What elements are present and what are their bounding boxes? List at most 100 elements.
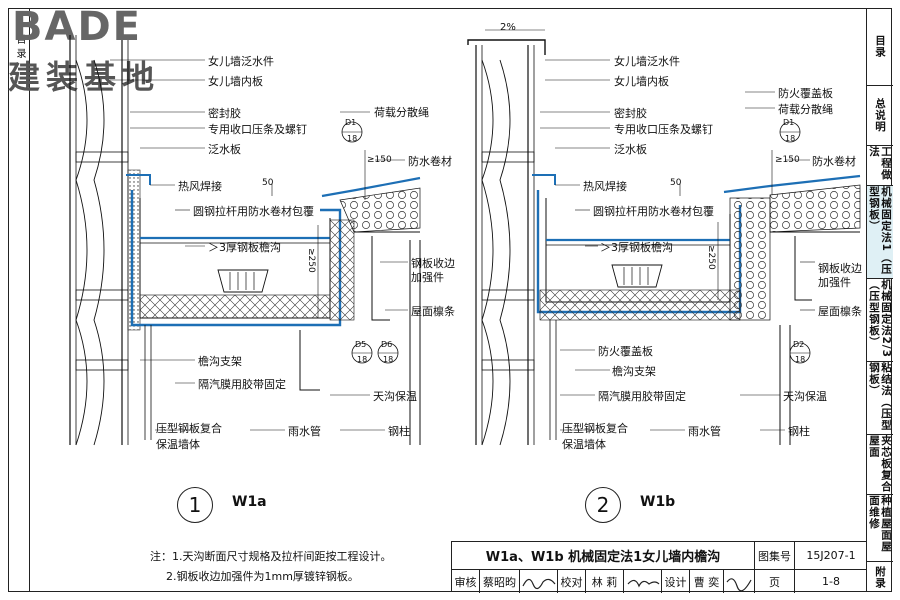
wall-girt-b [481, 151, 535, 163]
label-a-parapet-flashing: 女儿墙泛水件 [208, 55, 274, 68]
nav-item-sandwich[interactable]: 夹芯板复合屋面 [867, 435, 893, 495]
wall-insulation-wave [75, 59, 88, 446]
roof-insulation [339, 187, 421, 233]
left-strip: 目 录 [8, 8, 30, 592]
ref-a-18-text: 18 [347, 134, 358, 143]
label-a-closing-strip: 专用收口压条及螺钉 [208, 123, 307, 136]
wall-cavity [127, 169, 141, 331]
label-a-flashing-board: 泛水板 [208, 143, 241, 156]
dim-a-50: 50 [262, 178, 274, 188]
dim-b-150: ≥150 [775, 155, 800, 165]
detail-b-number: 2 [585, 487, 621, 523]
roof-waterproof-roll-b [723, 174, 861, 194]
gutter-grate-icon [217, 269, 269, 293]
dim-a-150: ≥150 [367, 155, 392, 165]
label-b-steel-column: 钢柱 [788, 425, 810, 438]
label-a-downpipe: 雨水管 [288, 425, 321, 438]
label-b-tie-rod-wrap: 圆钢拉杆用防水卷材包覆 [593, 205, 714, 218]
ref-d5-a [351, 342, 373, 364]
label-b-waterproof-roll: 防水卷材 [812, 155, 856, 168]
nav-item-planting[interactable]: 种植屋面屋面维修 [867, 495, 893, 562]
roof-waterproof-roll [321, 176, 421, 198]
gutter-side-insulation [329, 219, 355, 321]
label-a-wall-1: 压型钢板复合 [156, 422, 222, 435]
title-block-page-no: 1-8 [822, 575, 840, 588]
title-block-design-signature [724, 570, 755, 593]
label-b-parapet-inner-board: 女儿墙内板 [614, 75, 669, 88]
ref-b-d1-text: D1 [783, 118, 795, 127]
nav-item-appendix[interactable]: 附录 [874, 565, 886, 589]
label-a-gutter-insulation: 天沟保温 [373, 390, 417, 403]
title-block-checker: 林 莉 [586, 570, 624, 593]
detail-a-name: W1a [232, 494, 267, 510]
gutter-grate-icon-b [611, 264, 663, 288]
wall-girt [75, 151, 129, 163]
detail-w1b [467, 29, 861, 446]
label-b-vapor-tape: 隔汽膜用胶带固定 [598, 390, 686, 403]
gutter-insulation-band-b [539, 289, 741, 321]
wall-insulation-wave-2 [93, 59, 105, 446]
wall-girt-2 [75, 289, 129, 301]
gutter-insulation-band [139, 294, 331, 319]
label-a-waterproof-roll: 防水卷材 [408, 155, 452, 168]
label-b-downpipe: 雨水管 [688, 425, 721, 438]
label-a-gutter-bracket: 檐沟支架 [198, 355, 242, 368]
ref-d6-a [377, 342, 399, 364]
detail-b-name: W1b [640, 494, 676, 510]
dim-b-50: 50 [670, 178, 682, 188]
nav-item-general[interactable]: 总说明 [867, 86, 893, 146]
nav-item-mechanical-2-3[interactable]: 机械固定法2/3（压型钢板） [867, 279, 893, 362]
label-b-purlin: 屋面檩条 [818, 305, 862, 318]
ref-b-18-text: 18 [785, 134, 796, 143]
title-block-check-label: 校对 [558, 570, 586, 593]
label-b-edge-stiffener-2: 加强件 [818, 276, 851, 289]
title-block-design-label: 设计 [662, 570, 690, 593]
wall-girt-b3 [481, 359, 535, 371]
label-a-hot-air-weld: 热风焊接 [178, 180, 222, 193]
label-b-flashing-board: 泛水板 [614, 143, 647, 156]
title-block-title: W1a、W1b 机械固定法1女儿墙内檐沟 [452, 542, 755, 570]
gutter-bracket-profile [299, 330, 320, 391]
nav-item-mechanical-1[interactable]: 机械固定法1（压型钢板） [867, 186, 893, 279]
parapet-cap [467, 39, 546, 55]
label-a-edge-stiffener-2: 加强件 [411, 271, 444, 284]
purlin-profile-b [794, 236, 812, 301]
dim-b-250: ≥250 [706, 245, 716, 270]
gutter-waterproof-line [130, 190, 342, 327]
title-block: W1a、W1b 机械固定法1女儿墙内檐沟 图集号 15J207-1 审核 蔡昭昀… [451, 541, 867, 593]
note-1: 注：1.天沟断面尺寸规格及拉杆间距按工程设计。 [150, 550, 392, 563]
label-b-fire-cover-2: 防火覆盖板 [598, 345, 653, 358]
left-strip-char-2: 录 [14, 48, 25, 58]
label-a-sealant: 密封胶 [208, 107, 241, 120]
label-b-gutter: ＞3厚钢板檐沟 [600, 241, 673, 254]
nav-item-contents[interactable]: 目录 [867, 8, 893, 86]
ref-a-d6-text: D6 [381, 340, 393, 349]
label-a-gutter: ＞3厚钢板檐沟 [208, 241, 281, 254]
nav-item-bonding[interactable]: 粘结法（压型钢板） [867, 362, 893, 435]
ref-a-d1-text: D1 [345, 118, 357, 127]
detail-a-number: 1 [177, 487, 213, 523]
ref-d1-a [341, 121, 363, 143]
detail-w1a [69, 35, 421, 446]
label-b-fire-cover: 防火覆盖板 [778, 87, 833, 100]
title-block-atlas-no: 15J207-1 [795, 542, 867, 570]
ref-a-d5-text: D5 [355, 340, 367, 349]
title-block-page-label: 页 [755, 570, 795, 593]
wall-insulation-wave-b2 [499, 59, 511, 446]
title-block-atlas-label: 图集号 [755, 542, 795, 570]
chapter-nav: 目录 总说明 工程做法 机械固定法1（压型钢板） 机械固定法2/3（压型钢板） … [866, 8, 893, 592]
title-block-check-signature [624, 570, 662, 593]
label-a-tie-rod-wrap: 圆钢拉杆用防水卷材包覆 [193, 205, 314, 218]
label-a-steel-column: 钢柱 [388, 425, 410, 438]
title-block-designer: 曹 奕 [690, 570, 724, 593]
nav-item-practice[interactable]: 工程做法 [867, 146, 893, 186]
ref-d1-b [779, 121, 801, 143]
wall-insulation-wave-b [481, 59, 494, 446]
ref-b-d2-18-text: 18 [795, 355, 806, 364]
wall-girt-3 [75, 359, 129, 371]
title-block-review-signature [520, 570, 558, 593]
label-a-wall-2: 保温墙体 [156, 438, 200, 451]
label-a-load-rope: 荷载分散绳 [374, 106, 429, 119]
label-b-edge-stiffener-1: 钢板收边 [818, 262, 862, 275]
title-block-review-label: 审核 [452, 570, 480, 593]
